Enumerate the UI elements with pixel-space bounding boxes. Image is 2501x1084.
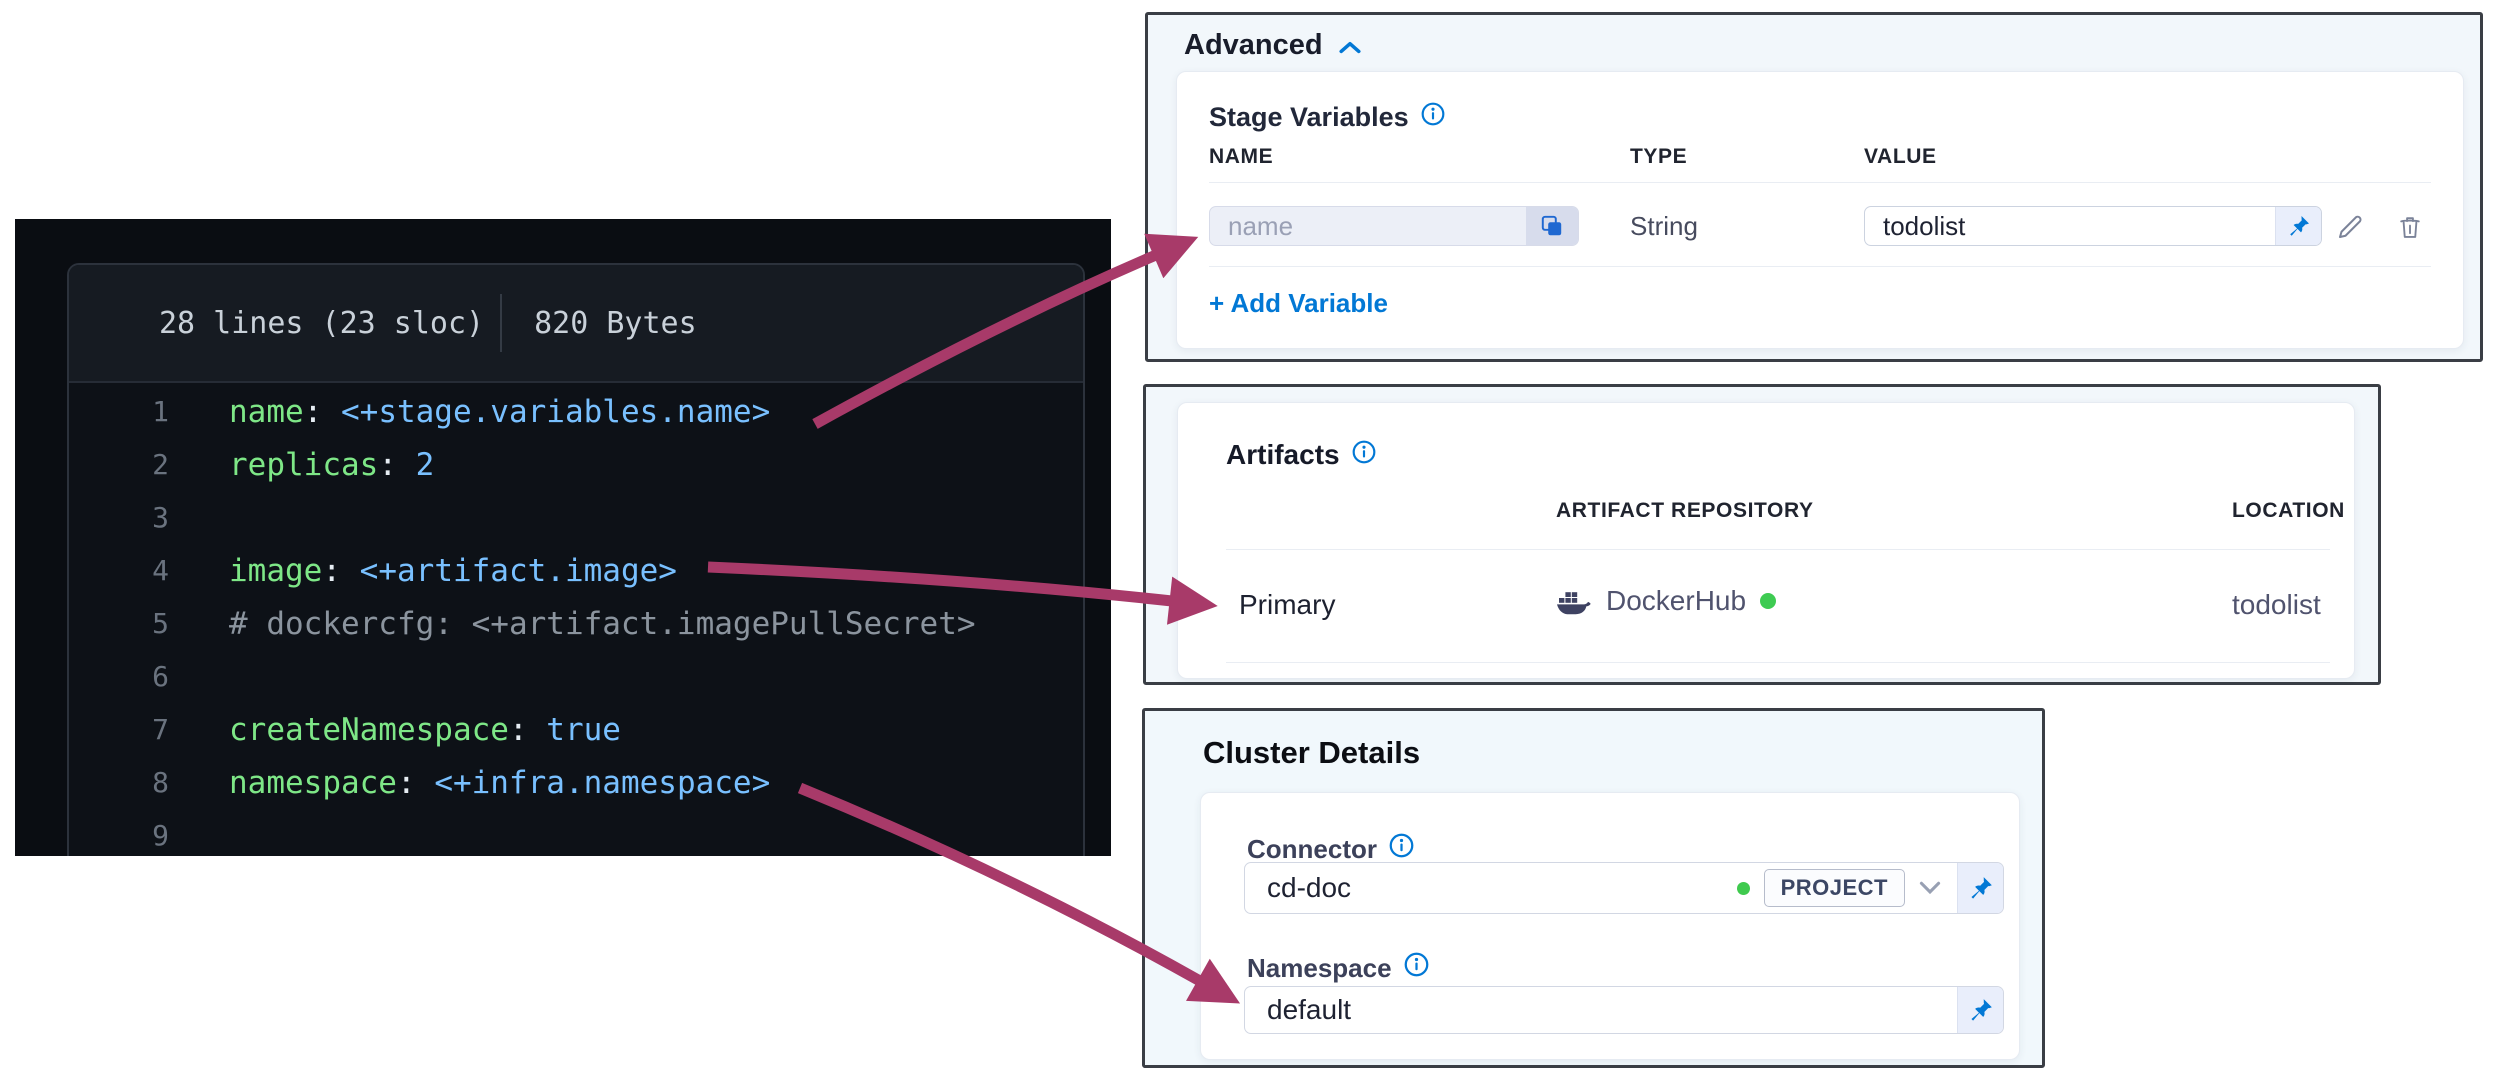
info-icon[interactable] xyxy=(1421,102,1445,133)
project-scope-badge: PROJECT xyxy=(1763,869,1905,907)
location-column: LOCATION xyxy=(2232,499,2345,522)
advanced-section-toggle[interactable]: Advanced xyxy=(1184,25,1361,65)
connected-status-dot xyxy=(1760,593,1777,609)
code-card: 28 lines (23 sloc) 820 Bytes 1 name: <+st… xyxy=(67,263,1085,856)
code-line-text: replicas: 2 xyxy=(229,446,435,483)
edit-variable-button[interactable] xyxy=(2332,209,2368,245)
code-line: 3 xyxy=(69,491,1083,544)
info-icon[interactable] xyxy=(1352,439,1376,471)
pencil-icon xyxy=(2339,215,2362,238)
code-line: 2 replicas: 2 xyxy=(69,438,1083,491)
code-line: 4 image: <+artifact.image> xyxy=(69,544,1083,597)
size-info: 820 Bytes xyxy=(534,305,697,341)
artifacts-card: Artifacts ARTIFACT REPOSITORY LOCATION P… xyxy=(1177,402,2355,679)
artifacts-title: Artifacts xyxy=(1226,439,1340,470)
docker-whale-icon xyxy=(1557,592,1591,615)
line-number: 5 xyxy=(152,607,169,640)
copy-icon xyxy=(1541,215,1562,236)
column-header-name: NAME xyxy=(1209,145,1274,168)
cluster-details-card: Connector PROJECT xyxy=(1200,792,2020,1060)
code-header: 28 lines (23 sloc) 820 Bytes xyxy=(69,265,1083,383)
variable-name-field xyxy=(1209,206,1579,246)
repository-name: DockerHub xyxy=(1606,585,1747,616)
namespace-field xyxy=(1244,986,2004,1034)
advanced-title: Advanced xyxy=(1184,28,1323,61)
row-rule xyxy=(1226,662,2330,663)
stage-variables-card: Stage Variables NAME TYPE VALUE String xyxy=(1176,71,2464,349)
info-icon[interactable] xyxy=(1404,952,1429,984)
line-number: 4 xyxy=(152,554,169,587)
pin-button[interactable] xyxy=(1957,987,2003,1033)
line-number: 1 xyxy=(152,395,169,428)
connector-field: PROJECT xyxy=(1244,862,2004,914)
lines-info: 28 lines (23 sloc) xyxy=(159,305,485,341)
code-line: 9 xyxy=(69,809,1083,856)
pin-button[interactable] xyxy=(1957,863,2003,913)
connector-input[interactable] xyxy=(1245,872,1737,904)
code-line-text: namespace: <+infra.namespace> xyxy=(229,764,771,801)
artifact-repository-cell[interactable]: DockerHub xyxy=(1556,585,1777,617)
cluster-details-panel: Cluster Details Connector PROJECT xyxy=(1142,708,2045,1068)
connector-label-row: Connector xyxy=(1247,833,1414,865)
trash-icon xyxy=(2400,217,2420,238)
code-line: 1 name: <+stage.variables.name> xyxy=(69,385,1083,438)
variable-value-input[interactable] xyxy=(1865,210,2275,242)
line-number: 8 xyxy=(152,766,169,799)
header-rule xyxy=(1226,549,2330,550)
artifact-label: Primary xyxy=(1239,589,1336,620)
connector-dropdown[interactable] xyxy=(1919,881,1957,895)
copy-button[interactable] xyxy=(1526,207,1578,245)
namespace-label-row: Namespace xyxy=(1247,952,1429,984)
delete-variable-button[interactable] xyxy=(2392,209,2428,245)
line-number: 6 xyxy=(152,660,169,693)
code-panel: 28 lines (23 sloc) 820 Bytes 1 name: <+st… xyxy=(15,219,1111,856)
column-header-value: VALUE xyxy=(1864,145,1937,168)
connector-label: Connector xyxy=(1247,833,1377,864)
advanced-panel: Advanced Stage Variables NAME TYPE VALUE xyxy=(1145,12,2483,362)
header-divider xyxy=(500,294,503,352)
variable-type: String xyxy=(1630,210,1698,241)
namespace-input[interactable] xyxy=(1245,994,1957,1026)
namespace-label: Namespace xyxy=(1247,952,1392,983)
pin-button[interactable] xyxy=(2275,207,2321,245)
chevron-down-icon xyxy=(1919,881,1941,895)
artifacts-title-row: Artifacts xyxy=(1226,439,1376,471)
code-line: 6 xyxy=(69,650,1083,703)
code-line-text: name: <+stage.variables.name> xyxy=(229,393,771,430)
code-line-text: createNamespace: true xyxy=(229,711,621,748)
chevron-up-icon[interactable] xyxy=(1339,29,1361,62)
artifact-repository-column: ARTIFACT REPOSITORY xyxy=(1556,499,1814,522)
code-line-text: image: <+artifact.image> xyxy=(229,552,677,589)
artifact-location: todolist xyxy=(2232,589,2321,620)
line-number: 2 xyxy=(152,448,169,481)
cluster-details-title: Cluster Details xyxy=(1203,735,1421,770)
column-header-type: TYPE xyxy=(1630,145,1688,168)
code-line: 5 # dockercfg: <+artifact.imagePullSecret… xyxy=(69,597,1083,650)
row-rule xyxy=(1209,266,2431,267)
pin-icon xyxy=(2289,216,2309,236)
code-line: 7 createNamespace: true xyxy=(69,703,1083,756)
header-rule xyxy=(1209,182,2431,183)
code-line: 8 namespace: <+infra.namespace> xyxy=(69,756,1083,809)
variable-value-field xyxy=(1864,206,2322,246)
add-variable-link[interactable]: + Add Variable xyxy=(1209,288,1388,318)
artifacts-panel: Artifacts ARTIFACT REPOSITORY LOCATION P… xyxy=(1143,384,2381,685)
line-number: 3 xyxy=(152,501,169,534)
line-number: 9 xyxy=(152,819,169,852)
variable-name-input[interactable] xyxy=(1210,210,1526,242)
line-number: 7 xyxy=(152,713,169,746)
pin-icon xyxy=(1970,877,1992,899)
connector-status-dot xyxy=(1736,881,1750,895)
stage-variables-title: Stage Variables xyxy=(1209,102,1409,132)
info-icon[interactable] xyxy=(1389,833,1414,865)
code-lines: 1 name: <+stage.variables.name> 2 replicas:… xyxy=(69,383,1083,856)
pin-icon xyxy=(1970,999,1992,1021)
stage-variables-title-row: Stage Variables xyxy=(1209,102,1445,133)
code-line-text: # dockercfg: <+artifact.imagePullSecret> xyxy=(229,605,976,642)
